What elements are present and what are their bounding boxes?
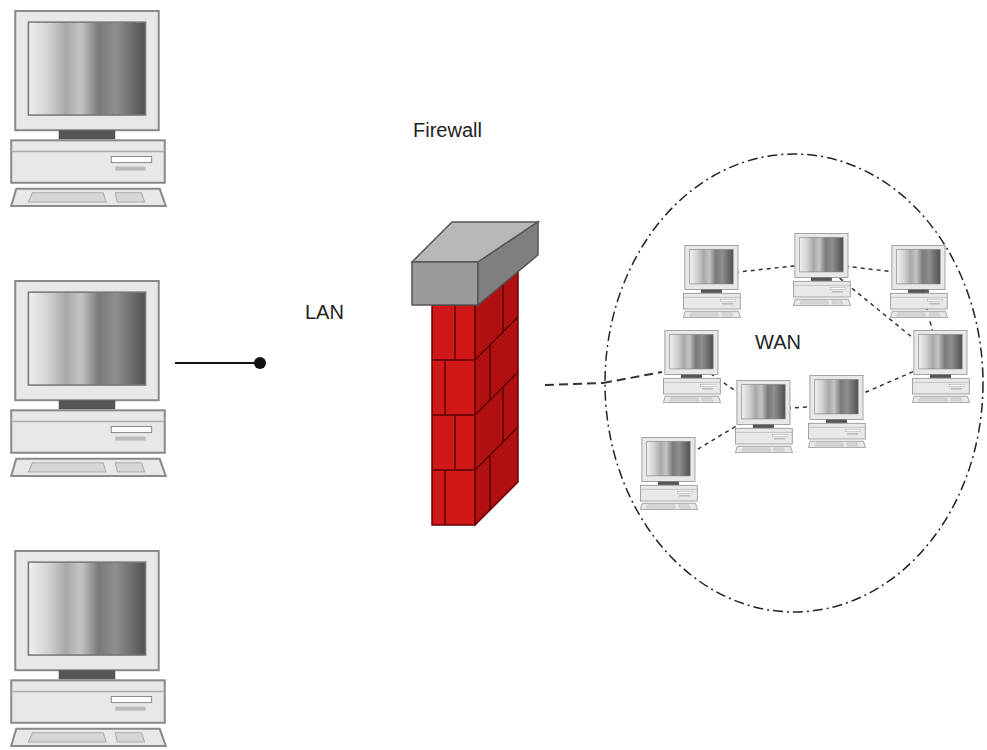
wan-computer: [640, 437, 697, 509]
node-title: WAN: [753, 330, 803, 354]
firewall-wall: [405, 112, 545, 532]
lan-cable: [175, 362, 258, 364]
wan-computer: [793, 233, 850, 305]
lan-computer: [11, 551, 166, 746]
wan-computer: [808, 375, 865, 447]
lan-computer: [11, 11, 166, 206]
lan-label: LAN: [305, 300, 344, 324]
wan-computer: [735, 380, 792, 452]
lan-computer: [11, 281, 166, 476]
wan-computer: [663, 330, 720, 402]
wan-outline: [603, 152, 985, 614]
cable-end-dot: [254, 357, 266, 369]
network-link: [545, 383, 603, 385]
firewall-node: Firewall: [405, 112, 545, 532]
wan-computer: [890, 245, 947, 317]
wan-cloud: WAN: [603, 152, 985, 614]
wan-computer: [912, 330, 969, 402]
node-title: Firewall: [413, 118, 482, 142]
wan-computer: [683, 245, 740, 317]
